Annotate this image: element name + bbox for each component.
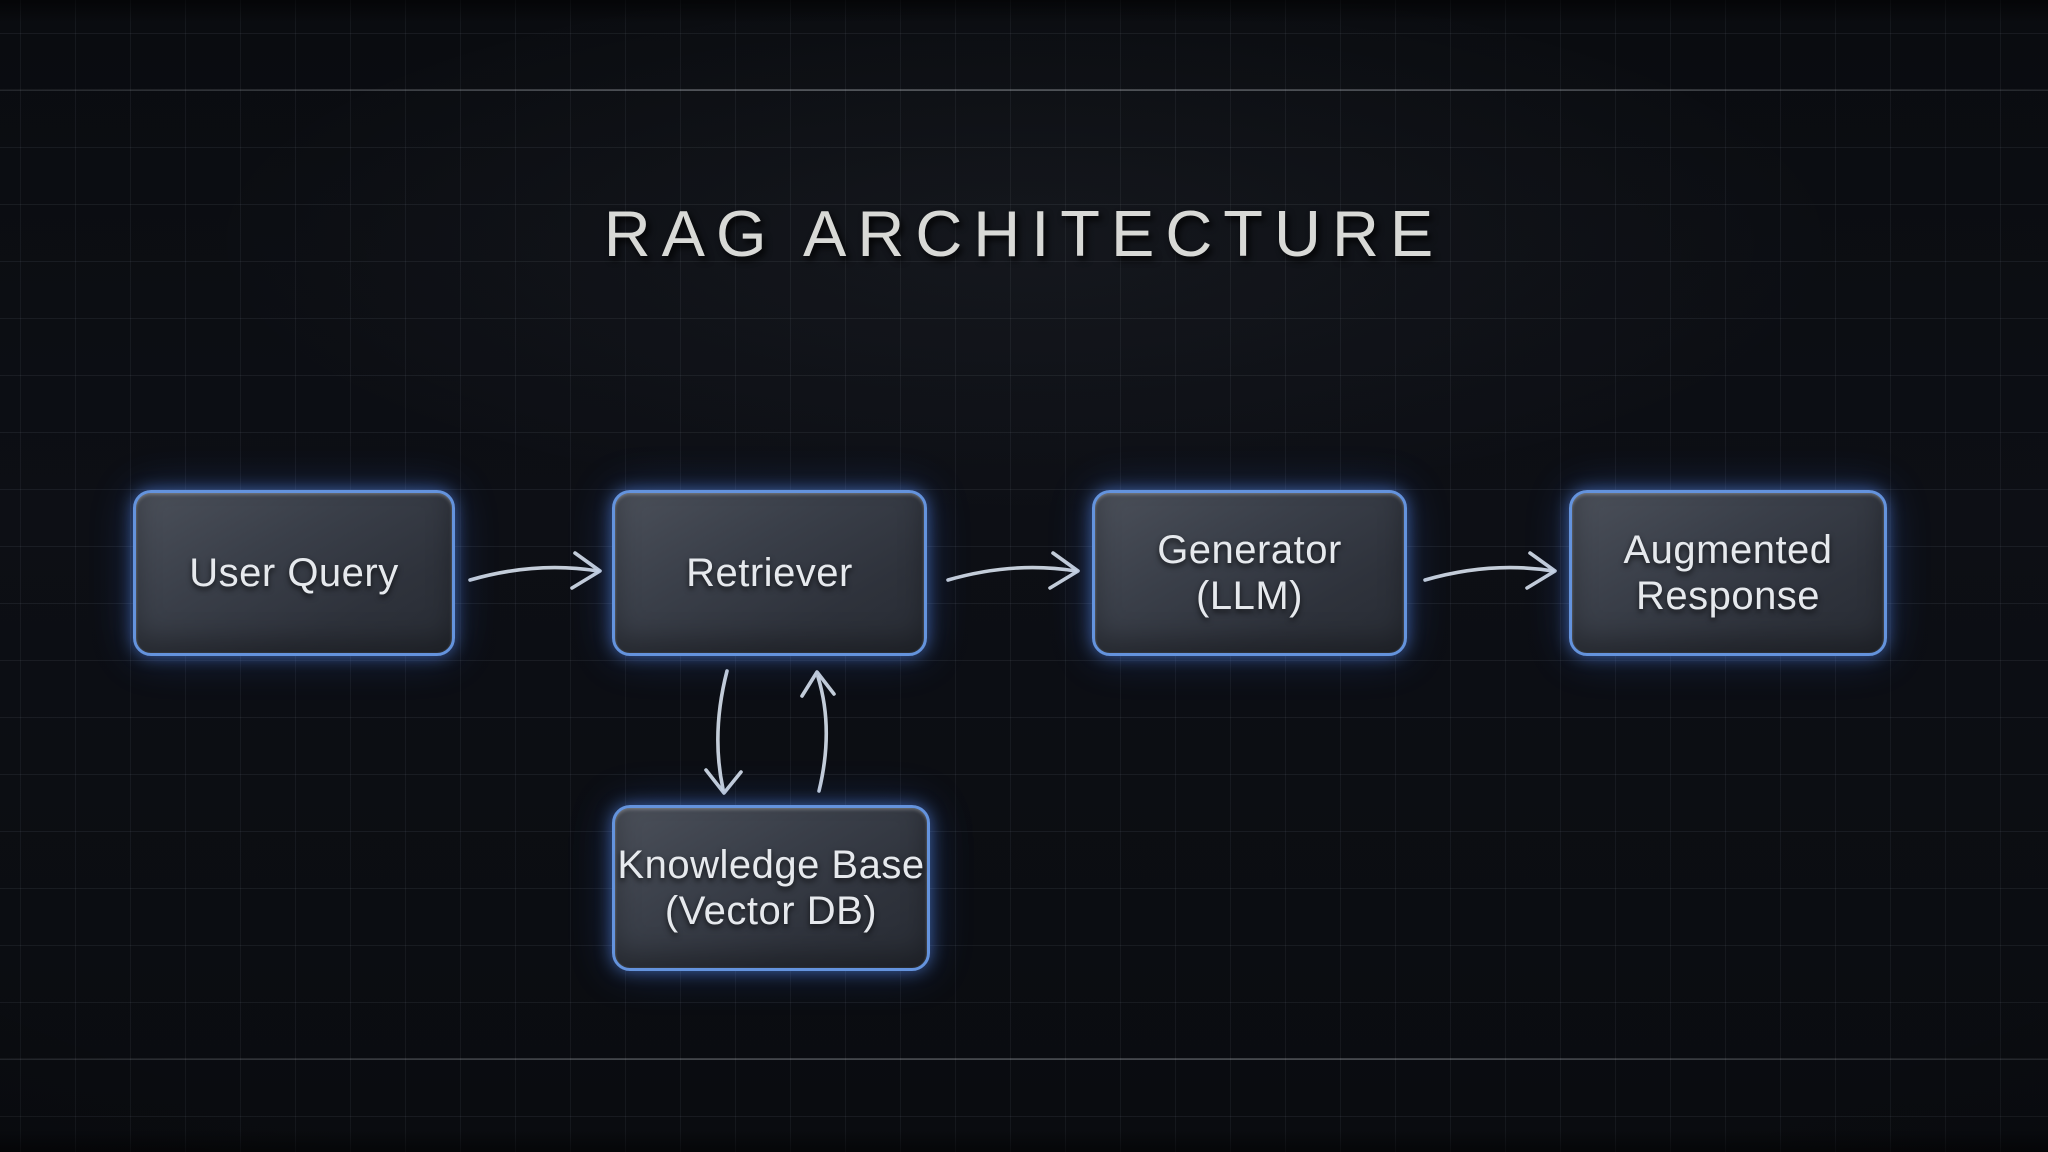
node-retriever: Retriever <box>612 490 927 656</box>
node-generator-llm-label: Generator (LLM) <box>1157 527 1342 618</box>
node-knowledge-base-label: Knowledge Base (Vector DB) <box>617 842 925 933</box>
node-augmented-response-label: Augmented Response <box>1623 527 1833 618</box>
node-user-query-label: User Query <box>189 550 399 595</box>
node-augmented-response: Augmented Response <box>1569 490 1887 656</box>
node-generator-llm: Generator (LLM) <box>1092 490 1407 656</box>
node-user-query: User Query <box>133 490 455 656</box>
grid-highlight-line-top <box>0 89 2048 91</box>
diagram-title: RAG ARCHITECTURE <box>603 197 1445 270</box>
grid-highlight-line-bottom <box>0 1058 2048 1060</box>
node-retriever-label: Retriever <box>686 550 853 595</box>
node-knowledge-base: Knowledge Base (Vector DB) <box>612 805 930 971</box>
